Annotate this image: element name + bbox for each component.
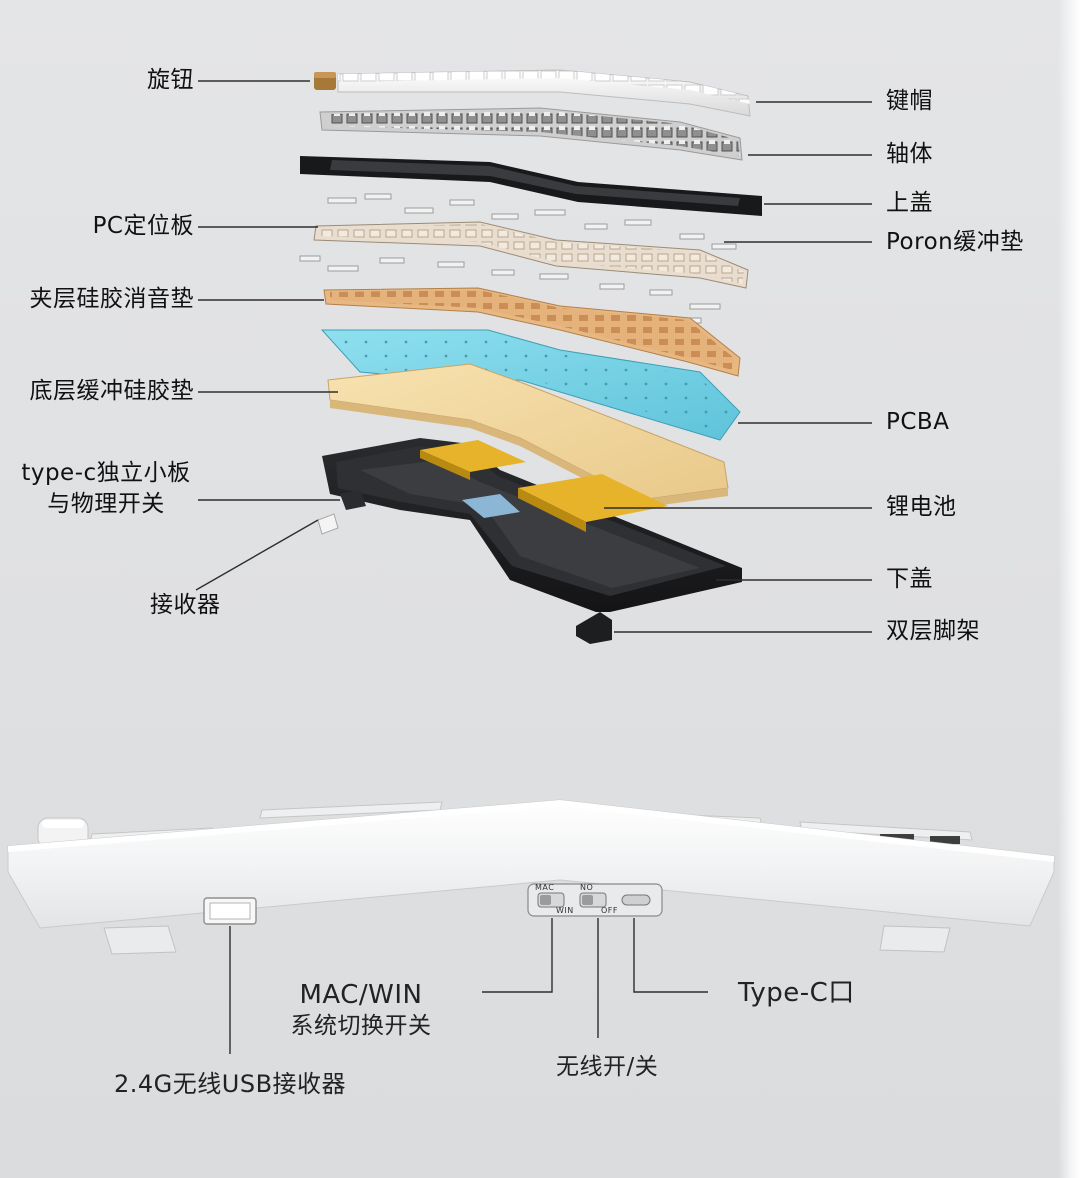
switch-no-label: NO	[580, 883, 594, 892]
leader-lines-exploded	[195, 80, 872, 633]
label-sandwich-foam: 夹层硅胶消音垫	[29, 286, 194, 312]
knob-part	[314, 72, 336, 90]
label-keycaps: 键帽	[886, 88, 933, 114]
label-type-c-port: Type-C口	[738, 978, 855, 1008]
label-switches: 轴体	[886, 141, 933, 167]
sandwich-foam-part	[323, 287, 741, 377]
right-edge-highlight	[1058, 0, 1080, 1178]
battery-part	[420, 440, 668, 532]
label-wireless-switch: 无线开/关	[556, 1054, 659, 1080]
switch-mac-label: MAC	[535, 883, 555, 892]
label-bottom-foam: 底层缓冲硅胶垫	[29, 378, 194, 404]
label-mac-win-line2: 系统切换开关	[290, 1013, 432, 1039]
pc-plate-part	[313, 221, 749, 289]
label-mac-win-line1: MAC/WIN	[299, 980, 423, 1010]
keycaps-part	[337, 69, 751, 117]
label-typec-board-line2: 与物理开关	[47, 491, 165, 517]
label-battery: 锂电池	[886, 494, 957, 520]
label-receiver: 接收器	[150, 592, 221, 618]
label-top-case: 上盖	[886, 190, 933, 216]
label-mac-win-switch: MAC/WIN 系统切换开关	[272, 980, 450, 1042]
label-typec-board-line1: type-c独立小板	[21, 460, 191, 486]
label-bottom-case: 下盖	[886, 566, 933, 592]
keyboard-side-view	[7, 799, 1055, 955]
label-knob: 旋钮	[147, 67, 194, 93]
leader-lines-side	[229, 918, 708, 1054]
label-pc-plate: PC定位板	[92, 213, 194, 239]
receiver-part	[317, 513, 339, 535]
label-feet: 双层脚架	[886, 618, 980, 644]
bottom-foam-part	[327, 363, 729, 508]
switch-off-label: OFF	[601, 906, 618, 915]
typec-board-part	[340, 490, 520, 518]
bottom-case-part	[322, 438, 742, 612]
switches-part	[319, 107, 743, 161]
label-typec-board: type-c独立小板 与物理开关	[14, 458, 198, 520]
label-poron-pad: Poron缓冲垫	[886, 229, 1024, 255]
top-case-part	[300, 156, 762, 216]
poron-pads-part	[299, 193, 741, 324]
label-usb-receiver: 2.4G无线USB接收器	[114, 1070, 347, 1098]
feet-part	[576, 612, 612, 644]
label-pcba: PCBA	[886, 409, 950, 435]
switch-win-label: WIN	[556, 906, 574, 915]
